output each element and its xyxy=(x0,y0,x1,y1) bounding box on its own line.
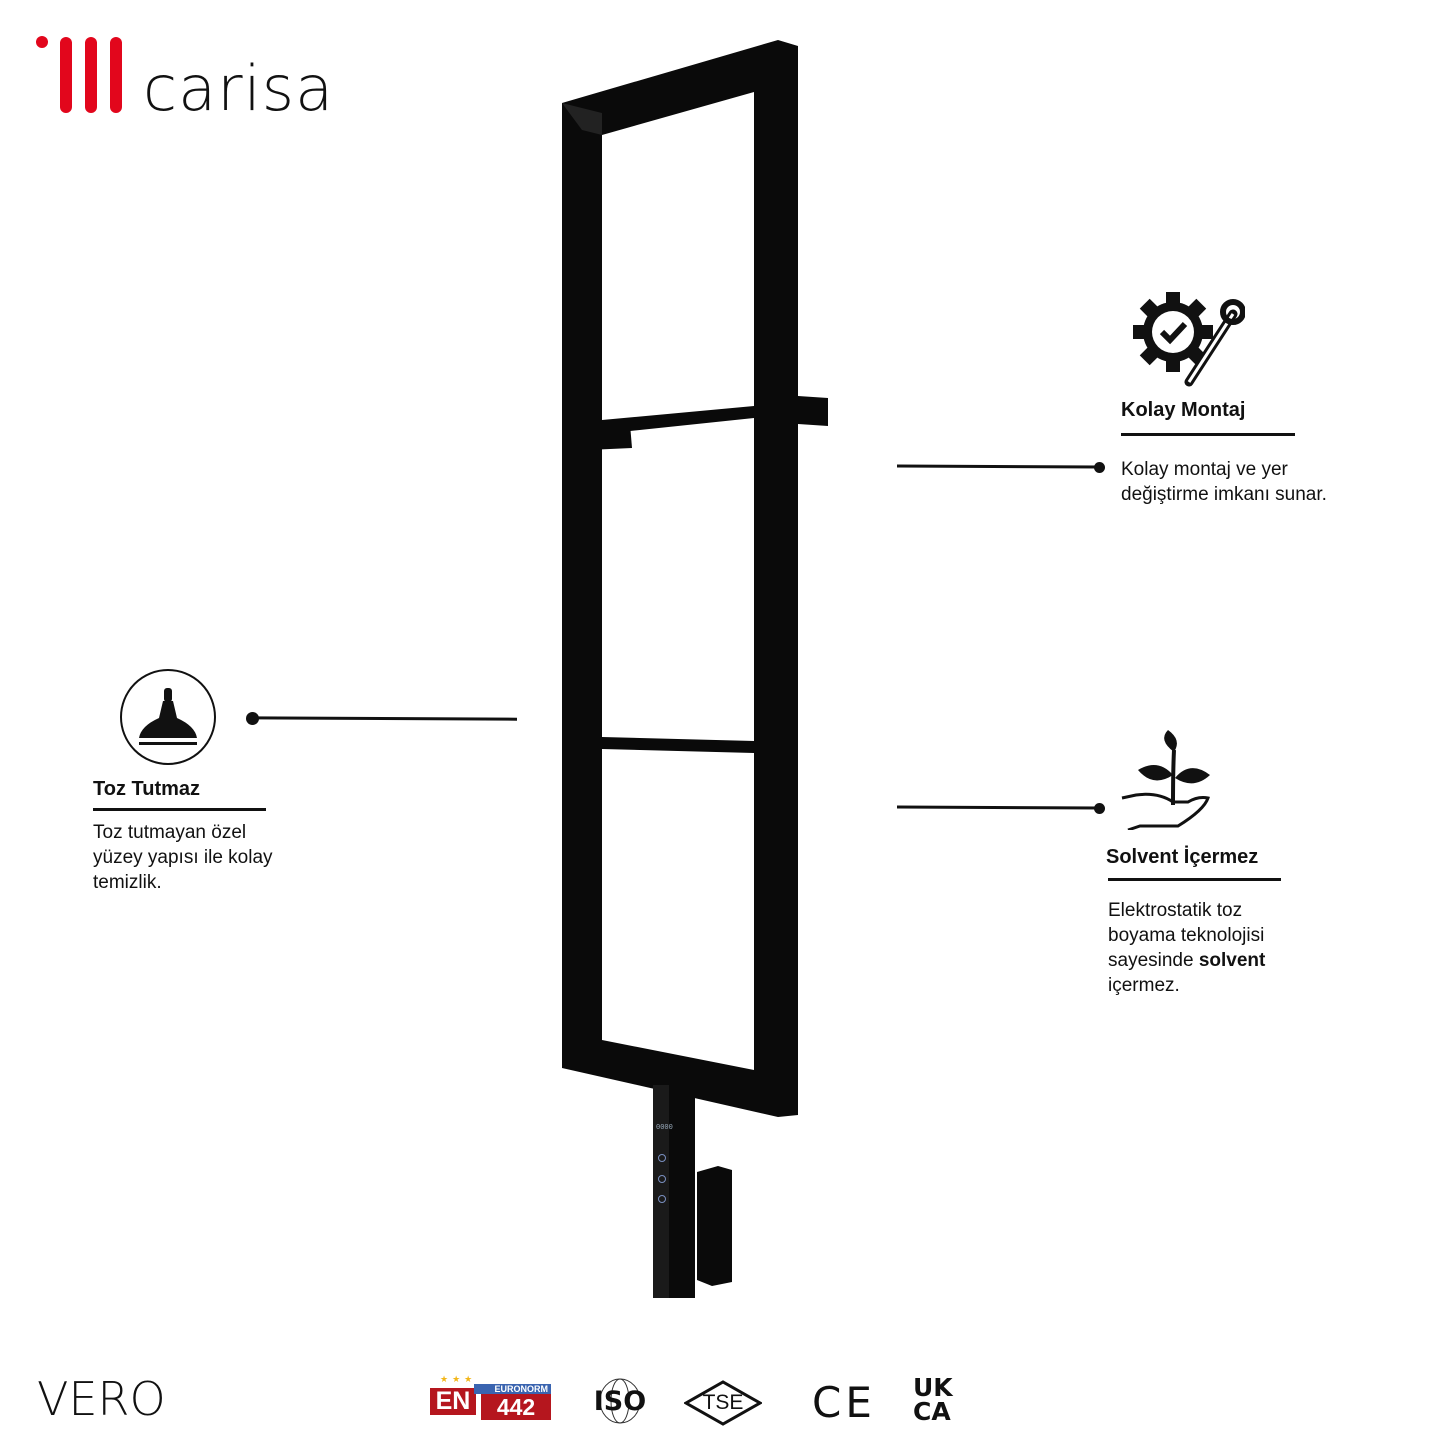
desc-bold-text: solvent xyxy=(1198,950,1266,971)
ukca-line: UK xyxy=(913,1373,953,1402)
feature-divider xyxy=(1121,433,1295,436)
timer-button-icon[interactable] xyxy=(658,1195,666,1203)
desc-line: Toz tutmayan özel xyxy=(93,822,247,843)
en442-badge: EN EURONORM 442 ★★★ xyxy=(430,1374,552,1422)
desc-line: yüzey yapısı ile kolay xyxy=(93,847,273,868)
tse-label: TSE xyxy=(702,1391,744,1414)
desc-text: sayesinde xyxy=(1108,950,1199,971)
desc-line: sayesinde solvent xyxy=(1108,948,1265,973)
iso-badge: ISO xyxy=(590,1378,650,1424)
desc-line: temizlik. xyxy=(93,872,162,893)
gear-wrench-check-icon xyxy=(1133,292,1245,387)
ce-mark: CE xyxy=(812,1378,876,1427)
logo-mark xyxy=(36,36,122,113)
model-name: VERO xyxy=(37,1372,166,1426)
desc-line: Kolay montaj ve yer xyxy=(1121,459,1288,480)
feature-title: Toz Tutmaz xyxy=(93,778,201,800)
en-number: 442 xyxy=(481,1394,551,1420)
callout-dot xyxy=(1094,462,1105,473)
feature-title: Solvent İçermez xyxy=(1106,846,1259,868)
desc-line: boyama teknolojisi xyxy=(1108,925,1265,946)
stars-icon: ★★★ xyxy=(440,1374,477,1384)
feature-title: Kolay Montaj xyxy=(1121,399,1246,421)
tse-badge: TSE xyxy=(684,1380,762,1426)
globe-icon xyxy=(599,1378,641,1424)
diamond-icon xyxy=(684,1380,762,1426)
ukca-mark: UK CA xyxy=(913,1373,953,1426)
feature-description: Kolay montaj ve yer değiştirme imkanı su… xyxy=(1121,457,1327,507)
feature-divider xyxy=(93,808,266,811)
desc-line: içermez. xyxy=(1108,975,1180,996)
control-display: 0000 xyxy=(656,1124,673,1132)
desc-line: Elektrostatik toz xyxy=(1108,900,1243,921)
brand-name: carisa xyxy=(143,52,335,125)
callout-dot xyxy=(1094,803,1105,814)
feature-divider xyxy=(1108,878,1281,881)
feature-description: Toz tutmayan özel yüzey yapısı ile kolay… xyxy=(93,820,273,895)
ukca-line: CA xyxy=(913,1397,951,1426)
en-label: EN xyxy=(430,1388,476,1415)
feature-description: Elektrostatik toz boyama teknolojisi say… xyxy=(1108,898,1265,998)
euronorm-label: EURONORM xyxy=(474,1384,551,1394)
brand-logo xyxy=(35,35,130,120)
desc-line: değiştirme imkanı sunar. xyxy=(1121,484,1327,505)
mode-button-icon[interactable] xyxy=(658,1175,666,1183)
hand-plant-icon xyxy=(1121,730,1210,830)
iso-label: ISO xyxy=(593,1386,647,1417)
dust-brush-icon xyxy=(120,669,216,765)
power-button-icon[interactable] xyxy=(658,1154,666,1162)
